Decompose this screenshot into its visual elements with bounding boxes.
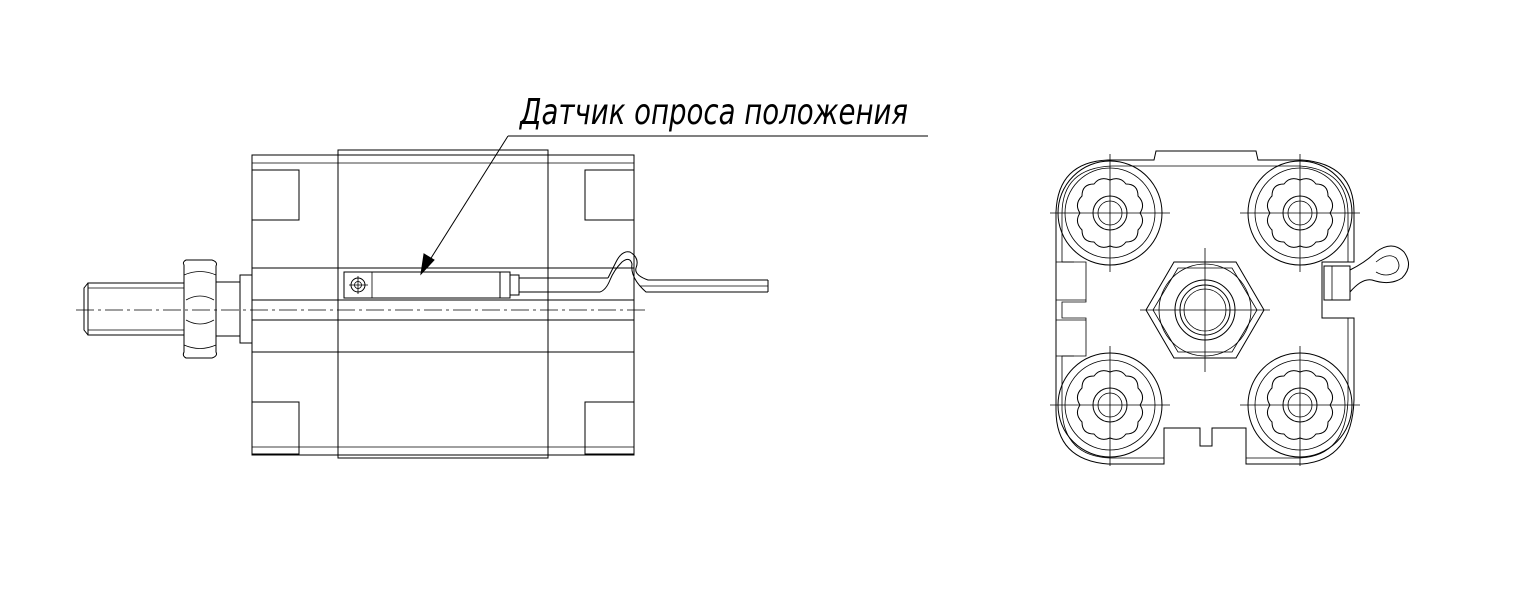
cylinder-end-view [1050, 150, 1409, 466]
end-housing-outline [1055, 150, 1355, 465]
tie-rod-top-left [1050, 154, 1170, 272]
cylinder-side-view: Датчик опроса положения [76, 92, 928, 459]
position-sensor [343, 271, 520, 299]
sensor-cable [519, 251, 769, 293]
callout-leader [420, 135, 928, 276]
lock-nut [182, 259, 217, 359]
cylinder-body [251, 149, 635, 459]
rod-bushing [215, 274, 253, 344]
callout-label: Датчик опроса положения [518, 92, 908, 133]
piston-rod [83, 282, 185, 336]
tie-rod-top-right [1240, 154, 1360, 272]
cable-ring [1323, 245, 1409, 301]
tie-rod-bottom-left [1050, 346, 1170, 466]
tie-rod-bottom-right [1240, 346, 1360, 466]
center-hex-nut [1140, 248, 1270, 372]
